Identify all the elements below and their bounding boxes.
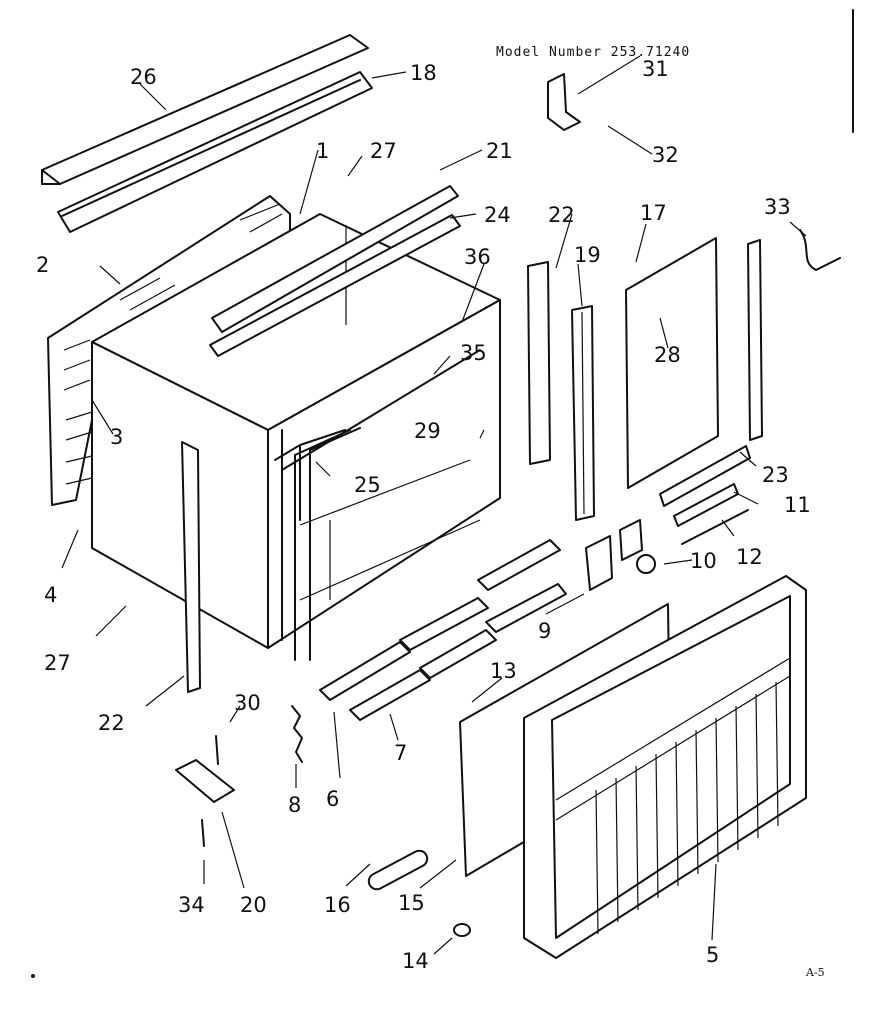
part-33-cord: [799, 229, 841, 271]
callout-16: 16: [324, 893, 351, 917]
part-22-right-rail: [527, 261, 551, 465]
callout-24: 24: [484, 203, 511, 227]
callout-3: 3: [110, 425, 123, 449]
callout-25: 25: [354, 473, 381, 497]
page-code-label: A-5: [805, 966, 825, 979]
callout-27-left: 27: [44, 651, 71, 675]
callout-28: 28: [654, 343, 681, 367]
part-8-strip: [291, 705, 303, 763]
callout-30: 30: [234, 691, 261, 715]
callout-23: 23: [762, 463, 789, 487]
callout-27-top: 27: [370, 139, 397, 163]
part-5-front-grille: [523, 575, 807, 959]
part-14-knob: [453, 923, 471, 937]
part-18-top-channel: [57, 71, 373, 233]
callout-6: 6: [326, 787, 339, 811]
part-34-screw: [201, 819, 205, 847]
part-16-gasket: [367, 849, 429, 891]
callout-13: 13: [490, 659, 517, 683]
callout-4: 4: [44, 583, 57, 607]
callout-8: 8: [288, 793, 301, 817]
callout-7: 7: [394, 741, 407, 765]
callout-14: 14: [402, 949, 429, 973]
callout-15: 15: [398, 891, 425, 915]
part-17-panel: [625, 237, 719, 489]
callout-12: 12: [736, 545, 763, 569]
part-22-left-rail: [181, 441, 201, 693]
part-7-filter-set: [319, 539, 567, 721]
callout-34: 34: [178, 893, 205, 917]
part-23-strip: [659, 239, 763, 507]
callout-10: 10: [690, 549, 717, 573]
callout-9: 9: [538, 619, 551, 643]
stray-dot: [31, 974, 35, 978]
callout-1: 1: [316, 139, 329, 163]
part-25-tube: [274, 429, 346, 521]
callout-22-right: 22: [548, 203, 575, 227]
callout-31: 31: [642, 57, 669, 81]
part-24-strip: [209, 214, 461, 357]
part-10-clamp: [619, 519, 656, 574]
callout-11: 11: [784, 493, 811, 517]
callout-22-left: 22: [98, 711, 125, 735]
part-1-cabinet: [91, 213, 501, 661]
callout-20: 20: [240, 893, 267, 917]
part-19-rail: [571, 305, 595, 521]
callout-36: 36: [464, 245, 491, 269]
part-26-top-seal: [41, 34, 369, 185]
part-30-screw: [215, 735, 219, 765]
model-number-label: Model Number 253.71240: [496, 45, 690, 60]
callout-35: 35: [460, 341, 487, 365]
callout-5: 5: [706, 943, 719, 967]
part-12-rod: [681, 509, 749, 545]
part-9-bracket: [585, 535, 613, 591]
callout-32: 32: [652, 143, 679, 167]
callout-18: 18: [410, 61, 437, 85]
part-20-bracket: [175, 759, 235, 803]
callout-29: 29: [414, 419, 441, 443]
callout-19: 19: [574, 243, 601, 267]
part-31-bracket: [547, 73, 581, 131]
callout-26: 26: [130, 65, 157, 89]
callout-17: 17: [640, 201, 667, 225]
part-21-strip: [211, 185, 459, 333]
callout-2: 2: [36, 253, 49, 277]
callout-33: 33: [764, 195, 791, 219]
callout-21: 21: [486, 139, 513, 163]
